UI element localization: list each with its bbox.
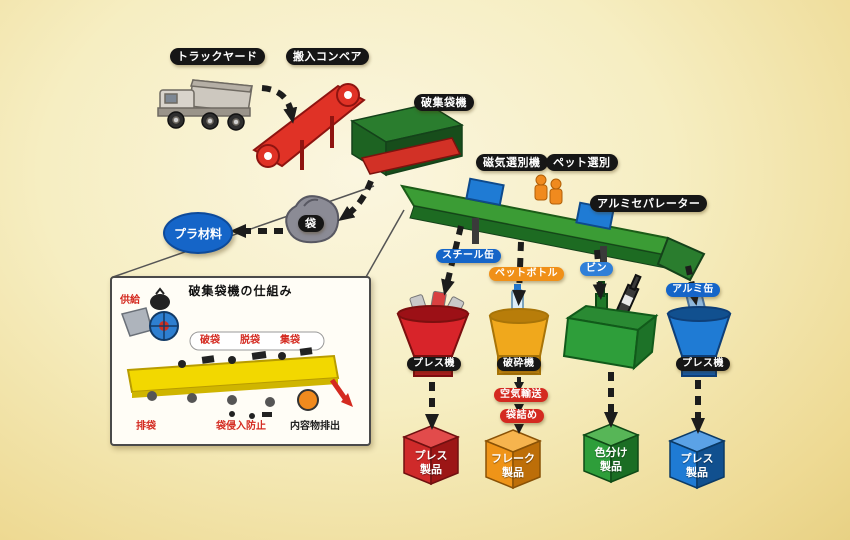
label-aluminum-can: アルミ缶 (666, 283, 720, 297)
discharge-arrow-icon (329, 378, 353, 407)
bag-breaker-machine-icon (350, 103, 464, 177)
label-magnetic-separator: 磁気選別機 (476, 154, 548, 171)
inset-label-collect-bag: 集袋 (280, 335, 300, 346)
product-label-flake: フレーク 製品 (491, 452, 535, 480)
press-hopper-aluminum-icon (666, 289, 732, 377)
inset-bag-icon (150, 287, 170, 310)
waste-items-icon (178, 347, 313, 368)
label-crusher-machine: 破砕機 (497, 357, 541, 371)
product-label-press-aluminum: プレス 製品 (680, 452, 714, 480)
sorting-conveyor-icon (399, 184, 706, 282)
label-air-transport: 空気輸送 (494, 388, 548, 402)
product-label-color-sorted: 色分け 製品 (594, 446, 628, 474)
product-cube-flake (484, 429, 542, 490)
label-press-machine-aluminum: プレス機 (676, 357, 730, 371)
discharged-contents-icon (229, 411, 272, 419)
arrow-belt-to-steel-press (441, 225, 464, 296)
plastic-material-badge: プラ材料 (163, 212, 233, 254)
inset-label-supply: 供給 (120, 295, 140, 306)
label-bin: ビン (580, 262, 613, 276)
inset-art (121, 287, 353, 419)
label-pet-bottle: ペットボトル (489, 267, 564, 281)
arrow-truck-to-conveyor (261, 85, 298, 124)
label-bagging: 袋詰め (500, 409, 544, 423)
label-press-machine-steel: プレス機 (407, 357, 461, 371)
label-carry-in-conveyor: 搬入コンベア (286, 48, 369, 65)
label-truck-yard: トラックヤード (170, 48, 265, 65)
inset-panel: 破集袋機の仕組み 供給 破袋 脱袋 集袋 排袋 袋侵入防止 内容物排出 (110, 276, 371, 446)
supply-chute-icon (121, 307, 153, 337)
arrow-belt-to-crusher (512, 241, 527, 306)
bottle-crate-icon (562, 273, 659, 371)
rollers-icon (147, 391, 275, 407)
product-cube-press-aluminum (668, 429, 726, 490)
drive-wheel-icon (297, 389, 319, 411)
inset-conveyor-icon (126, 354, 340, 398)
label-bag-breaker: 破集袋機 (414, 94, 474, 111)
breaker-drum-icon (149, 311, 179, 341)
label-aluminum-separator: アルミセパレーター (590, 195, 708, 212)
product-label-press-steel: プレス 製品 (414, 449, 448, 477)
stage-strip (189, 331, 325, 351)
inset-label-unbag: 脱袋 (240, 335, 260, 346)
infeed-conveyor-icon (252, 83, 366, 170)
arrow-machine-to-bag (338, 179, 374, 221)
product-cube-color-sorted (582, 423, 640, 484)
inset-label-contents-discharge: 内容物排出 (290, 421, 340, 432)
workers-icon (534, 174, 563, 205)
inset-label-intrusion-prevention: 袋侵入防止 (216, 421, 266, 432)
magnetic-separator-box-icon (465, 177, 505, 207)
product-cube-press-steel (402, 425, 460, 486)
label-bag: 袋 (298, 215, 324, 232)
label-steel-can: スチール缶 (436, 249, 501, 263)
truck-icon (157, 79, 254, 131)
inset-label-discharge-bag: 排袋 (136, 421, 156, 432)
label-pet-sorting: ペット選別 (546, 154, 618, 171)
inset-title: 破集袋機の仕組み (188, 284, 293, 298)
inset-label-break-bag: 破袋 (200, 335, 220, 346)
